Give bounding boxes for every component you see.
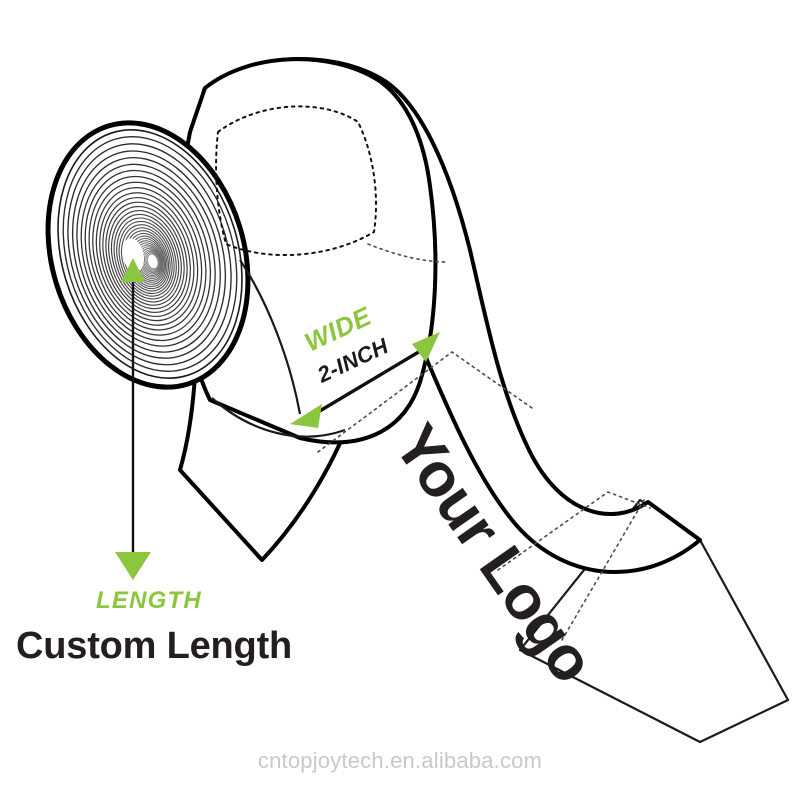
roll-tape-start-edge bbox=[239, 259, 302, 415]
watermark-text: cntopjoytech.en.alibaba.com bbox=[258, 748, 542, 773]
label-perforation-3 bbox=[561, 499, 645, 641]
label-boundary-upper bbox=[367, 243, 449, 263]
spiral-roll-icon bbox=[62, 136, 238, 372]
label-perforation-1 bbox=[317, 351, 533, 453]
roll-seam-line bbox=[211, 397, 346, 438]
length-label: LENGTH bbox=[96, 587, 202, 614]
wide-dimension-annotation bbox=[290, 332, 440, 428]
arrow-left-icon bbox=[290, 404, 322, 428]
roll-cylinder bbox=[45, 57, 438, 445]
arrow-right-icon bbox=[412, 332, 440, 362]
length-dimension-annotation bbox=[115, 258, 151, 580]
arrow-down-icon bbox=[115, 552, 151, 580]
custom-length-caption: Custom Length bbox=[16, 625, 292, 667]
label-outline-top bbox=[215, 105, 377, 257]
wide-dimension-line bbox=[307, 342, 433, 420]
label-perforation-2 bbox=[497, 491, 651, 571]
arrow-up-icon bbox=[121, 258, 145, 282]
